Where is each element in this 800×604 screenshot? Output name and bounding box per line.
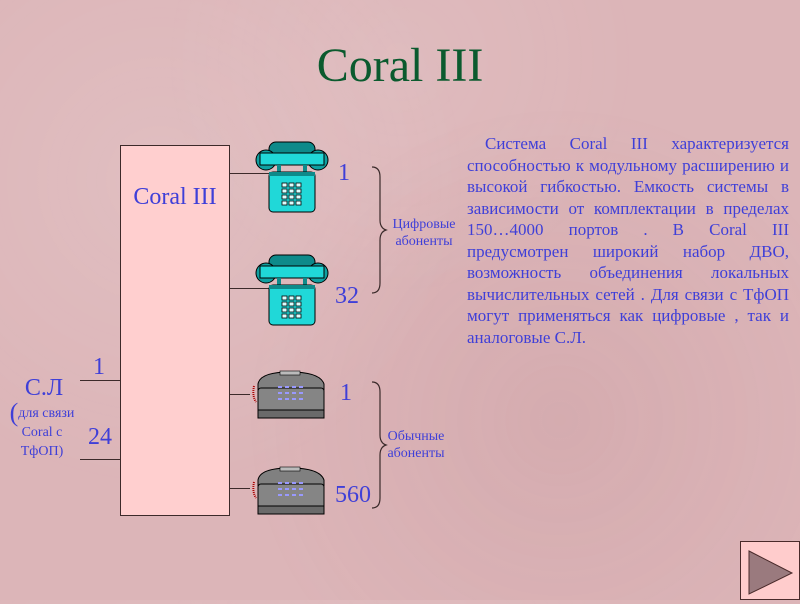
analog-brace-icon [371,381,388,509]
play-triangle-icon [748,550,794,595]
digital-first-number: 1 [338,160,350,186]
trunk-last-number: 24 [88,424,112,450]
digital-last-number: 32 [335,283,359,309]
paren-open: ( [9,398,19,427]
analog-first-number: 1 [340,380,352,406]
slide-title: Coral III [316,39,484,92]
digital-line-1 [230,173,272,174]
analog-phone-icon [252,370,325,419]
digital-phone-icon [255,254,329,326]
digital-phone-icon [255,141,329,213]
analog-line-1 [230,394,250,395]
digital-line-32 [230,288,272,289]
trunk-first-number: 1 [93,354,105,380]
next-slide-button[interactable] [740,541,800,600]
trunk-label-sub: (для связи Coral с ТфОП) [9,398,75,460]
analog-phone-icon [252,466,325,515]
analog-last-number: 560 [335,482,371,508]
trunk-line-24 [80,459,120,460]
trunk-label-main: С.Л [24,375,64,401]
digital-brace-icon [371,166,388,294]
coral-system-box: Coral III [120,145,230,516]
coral-box-label: Coral III [133,184,217,210]
analog-subscribers-label: Обычные абоненты [387,429,445,461]
digital-subscribers-label: Цифровые абоненты [392,217,456,249]
trunk-label: С.Л [4,375,84,401]
trunk-line-1 [80,380,120,381]
analog-line-560 [230,488,250,489]
description-text: Система Coral III характеризуется способ… [467,134,789,347]
